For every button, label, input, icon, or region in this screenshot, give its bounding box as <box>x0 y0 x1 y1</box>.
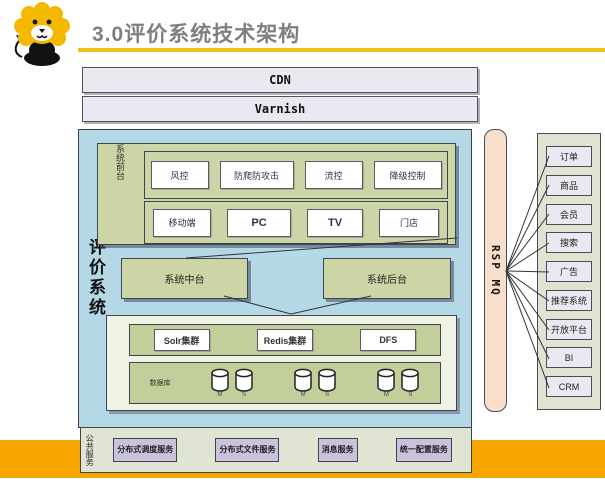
mobile-chip: 移动端 <box>153 208 211 237</box>
database-label: 数据库 <box>149 380 171 387</box>
db-pair: M S <box>376 368 420 398</box>
degrade-control-chip: 降级控制 <box>373 161 442 189</box>
db-slave-label: S <box>241 392 246 398</box>
tv-chip: TV <box>307 208 363 237</box>
unified-config-service: 统一配置服务 <box>395 438 452 462</box>
db-master-label: M <box>217 392 223 398</box>
risk-control-chip: 风控 <box>150 161 209 189</box>
cdn-layer: CDN <box>82 67 478 93</box>
varnish-layer: Varnish <box>82 96 478 122</box>
dfs-chip: DFS <box>360 329 417 351</box>
db-slave-label: S <box>325 392 330 398</box>
cluster-row: Solr集群 Redis集群 DFS <box>129 324 441 356</box>
rsp-mq-label: RSP MQ <box>489 244 502 297</box>
common-services-row: 分布式调度服务 分布式文件服务 消息服务 统一配置服务 <box>94 438 471 462</box>
db-pair: M S <box>210 368 254 398</box>
db-master-label: M <box>383 392 389 398</box>
database-icon <box>211 368 229 392</box>
redis-cluster-chip: Redis集群 <box>256 329 313 351</box>
message-service: 消息服务 <box>317 438 358 462</box>
db-master-label: M <box>300 392 306 398</box>
database-row: 数据库 M S M S M S <box>129 362 441 404</box>
solr-cluster-chip: Solr集群 <box>153 329 210 351</box>
common-services-box: 公共服务 分布式调度服务 分布式文件服务 消息服务 统一配置服务 <box>80 427 472 473</box>
database-icon <box>401 368 420 392</box>
system-front-box: 系统前台 风控 防爬防攻击 流控 降级控制 移动端 PC TV 门店 <box>97 143 456 245</box>
common-services-label: 公共服务 <box>85 434 95 466</box>
downstream-bi: BI <box>546 347 592 369</box>
flow-control-chip: 流控 <box>304 161 363 189</box>
database-icon <box>318 368 336 392</box>
db-slave-label: S <box>408 392 413 398</box>
evaluation-system-label: 评价系统 <box>86 238 105 318</box>
title-underline <box>78 48 605 52</box>
database-icon <box>235 368 253 392</box>
database-icon <box>377 368 396 392</box>
downstream-open-platform: 开放平台 <box>546 318 592 340</box>
rsp-mq-bar: RSP MQ <box>484 129 507 412</box>
storage-box: Solr集群 Redis集群 DFS 数据库 M S M S M S <box>106 315 457 411</box>
database-icon <box>294 368 312 392</box>
lion-mascot-logo <box>14 2 70 66</box>
downstream-search: 搜索 <box>546 232 592 254</box>
front-control-row: 风控 防爬防攻击 流控 降级控制 <box>144 151 448 199</box>
store-chip: 门店 <box>379 208 439 237</box>
db-pair: M S <box>293 368 337 398</box>
downstream-ads: 广告 <box>546 261 592 282</box>
distributed-scheduler-service: 分布式调度服务 <box>113 438 178 462</box>
system-front-label: 系统前台 <box>115 144 125 180</box>
pc-chip: PC <box>227 208 291 237</box>
front-channel-row: 移动端 PC TV 门店 <box>144 201 448 244</box>
evaluation-system-panel: 评价系统 系统前台 风控 防爬防攻击 流控 降级控制 移动端 PC TV 门店 … <box>78 129 472 428</box>
page-title: 3.0评价系统技术架构 <box>92 23 301 46</box>
downstream-recommend: 推荐系统 <box>546 289 592 311</box>
system-backend-box: 系统后台 <box>323 258 451 299</box>
downstream-member: 会员 <box>546 203 592 225</box>
system-middle-box: 系统中台 <box>121 258 248 299</box>
downstream-product: 商品 <box>546 174 592 196</box>
distributed-file-service: 分布式文件服务 <box>215 438 280 462</box>
downstream-crm: CRM <box>546 376 592 397</box>
downstream-order: 订单 <box>546 146 592 167</box>
downstream-panel: 订单 商品 会员 搜索 广告 推荐系统 开放平台 BI CRM <box>537 133 601 410</box>
anti-crawler-chip: 防爬防攻击 <box>219 161 294 189</box>
